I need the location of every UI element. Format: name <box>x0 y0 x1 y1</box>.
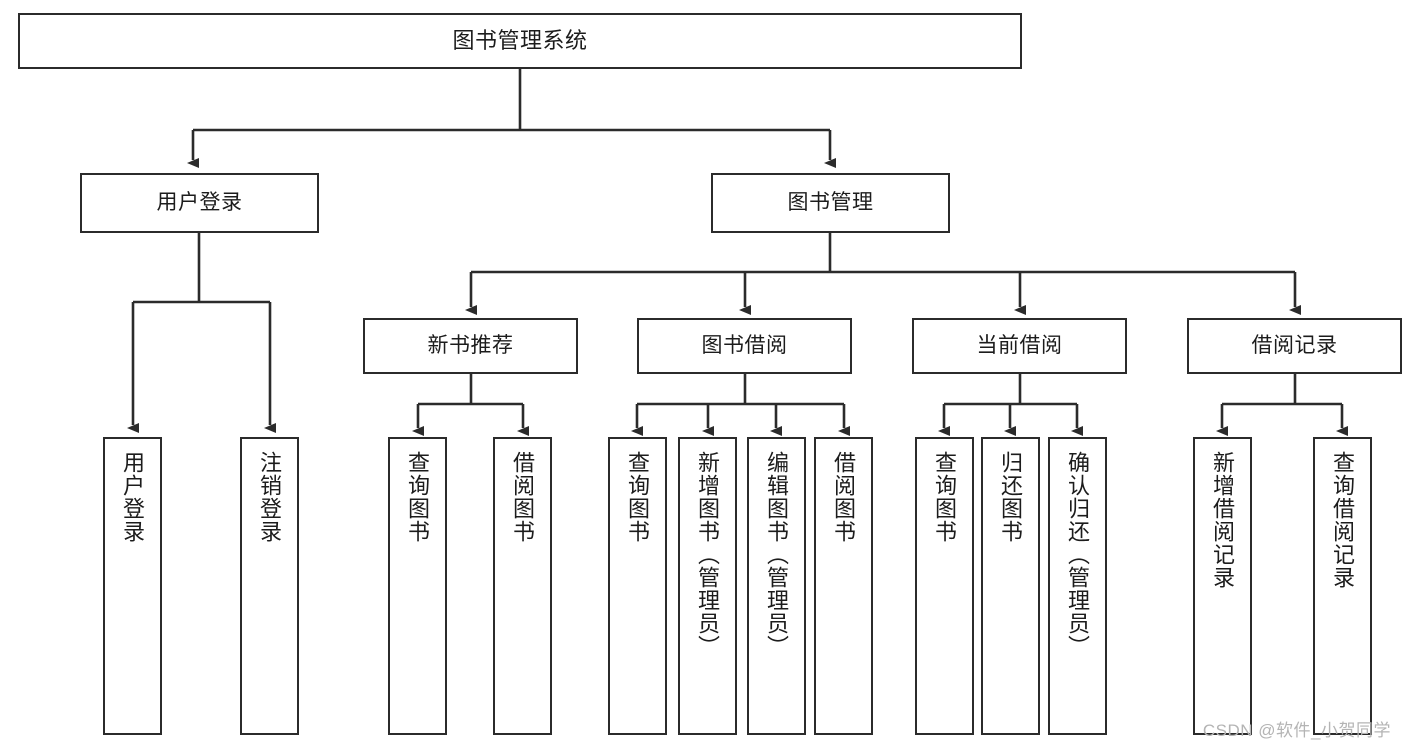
leaf-label: 确认归还（管理员） <box>1065 451 1091 658</box>
node-label: 新书推荐 <box>427 333 514 357</box>
node-new-book-recommend[interactable]: 新书推荐 <box>363 318 578 374</box>
leaf-label: 编辑图书（管理员） <box>764 451 790 658</box>
node-label: 借阅记录 <box>1251 333 1338 357</box>
leaf-label: 注销登录 <box>257 451 283 543</box>
leaf-query-book-current[interactable]: 查询图书 <box>915 437 974 735</box>
leaf-return-book[interactable]: 归还图书 <box>981 437 1040 735</box>
leaf-label: 新增借阅记录 <box>1210 451 1236 589</box>
node-borrow-record[interactable]: 借阅记录 <box>1187 318 1402 374</box>
leaf-add-book-admin[interactable]: 新增图书（管理员） <box>678 437 737 735</box>
leaf-label: 查询借阅记录 <box>1330 451 1356 589</box>
leaf-user-login[interactable]: 用户登录 <box>103 437 162 735</box>
node-label: 图书借阅 <box>701 333 788 357</box>
leaf-confirm-return-admin[interactable]: 确认归还（管理员） <box>1048 437 1107 735</box>
leaf-edit-book-admin[interactable]: 编辑图书（管理员） <box>747 437 806 735</box>
leaf-query-book-recommend[interactable]: 查询图书 <box>388 437 447 735</box>
node-book-management[interactable]: 图书管理 <box>711 173 950 233</box>
node-label: 图书管理 <box>787 190 874 214</box>
node-label: 图书管理系统 <box>452 28 588 54</box>
leaf-label: 借阅图书 <box>510 451 536 543</box>
node-book-borrow[interactable]: 图书借阅 <box>637 318 852 374</box>
leaf-query-borrow-record[interactable]: 查询借阅记录 <box>1313 437 1372 735</box>
node-label: 当前借阅 <box>976 333 1063 357</box>
node-root-system[interactable]: 图书管理系统 <box>18 13 1022 69</box>
leaf-label: 借阅图书 <box>831 451 857 543</box>
leaf-label: 新增图书（管理员） <box>695 451 721 658</box>
leaf-label: 查询图书 <box>405 451 431 543</box>
node-label: 用户登录 <box>156 190 243 214</box>
watermark: CSDN @软件_小贺同学 <box>1202 721 1391 740</box>
node-user-login[interactable]: 用户登录 <box>80 173 319 233</box>
leaf-label: 查询图书 <box>625 451 651 543</box>
leaf-logout[interactable]: 注销登录 <box>240 437 299 735</box>
node-current-borrow[interactable]: 当前借阅 <box>912 318 1127 374</box>
leaf-add-borrow-record[interactable]: 新增借阅记录 <box>1193 437 1252 735</box>
leaf-borrow-book[interactable]: 借阅图书 <box>814 437 873 735</box>
leaf-label: 查询图书 <box>932 451 958 543</box>
leaf-label: 用户登录 <box>120 451 146 543</box>
leaf-label: 归还图书 <box>998 451 1024 543</box>
leaf-borrow-book-recommend[interactable]: 借阅图书 <box>493 437 552 735</box>
leaf-query-book-borrow[interactable]: 查询图书 <box>608 437 667 735</box>
